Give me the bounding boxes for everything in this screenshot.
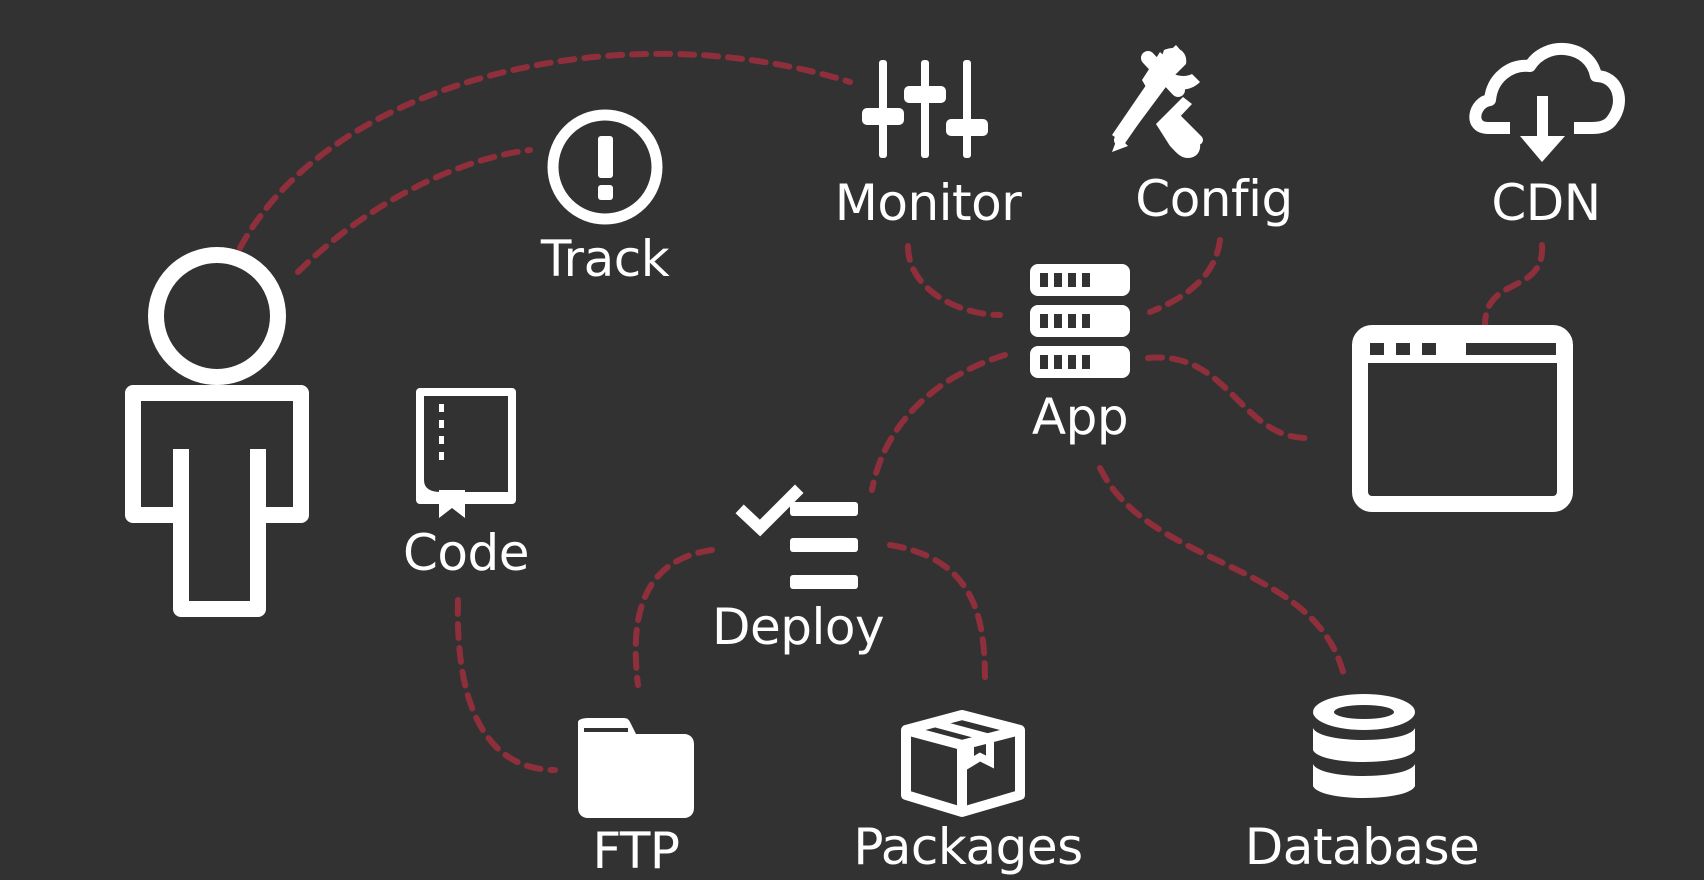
connector-config-app [1147,237,1223,315]
connector-app-database [1097,465,1348,683]
track-label: Track [540,230,670,288]
config-label: Config [1135,170,1293,228]
cloud-download-icon [1469,42,1625,162]
server-icon [1030,264,1130,378]
connector-deploy-ftp [632,547,715,688]
connector-user-track [295,147,533,275]
deploy-label: Deploy [711,598,885,656]
connector-app-browser [1145,354,1313,442]
connector-user-monitor [237,50,853,251]
connector-monitor-app [905,243,1003,318]
database-label: Database [1244,818,1480,876]
monitor-label: Monitor [834,174,1022,232]
user-icon [125,247,309,617]
connector-app-deploy [869,352,1008,493]
exclamation-circle-icon [547,109,663,225]
sliders-icon [862,60,988,158]
database-icon [1313,694,1415,798]
ftp-label: FTP [592,822,680,880]
connector-code-ftp [454,597,558,773]
box-icon [901,710,1025,817]
code-label: Code [402,524,530,582]
book-icon [416,388,516,518]
browser-window-icon [1352,325,1573,512]
app-label: App [1031,388,1129,446]
packages-label: Packages [853,818,1083,876]
checklist-icon [735,484,858,589]
connector-deploy-packages [887,542,988,688]
wrench-screwdriver-icon [1112,45,1203,158]
connector-cdn-browser [1482,242,1546,328]
folder-icon [578,718,694,818]
connectors [237,50,1546,773]
cdn-label: CDN [1491,174,1601,232]
